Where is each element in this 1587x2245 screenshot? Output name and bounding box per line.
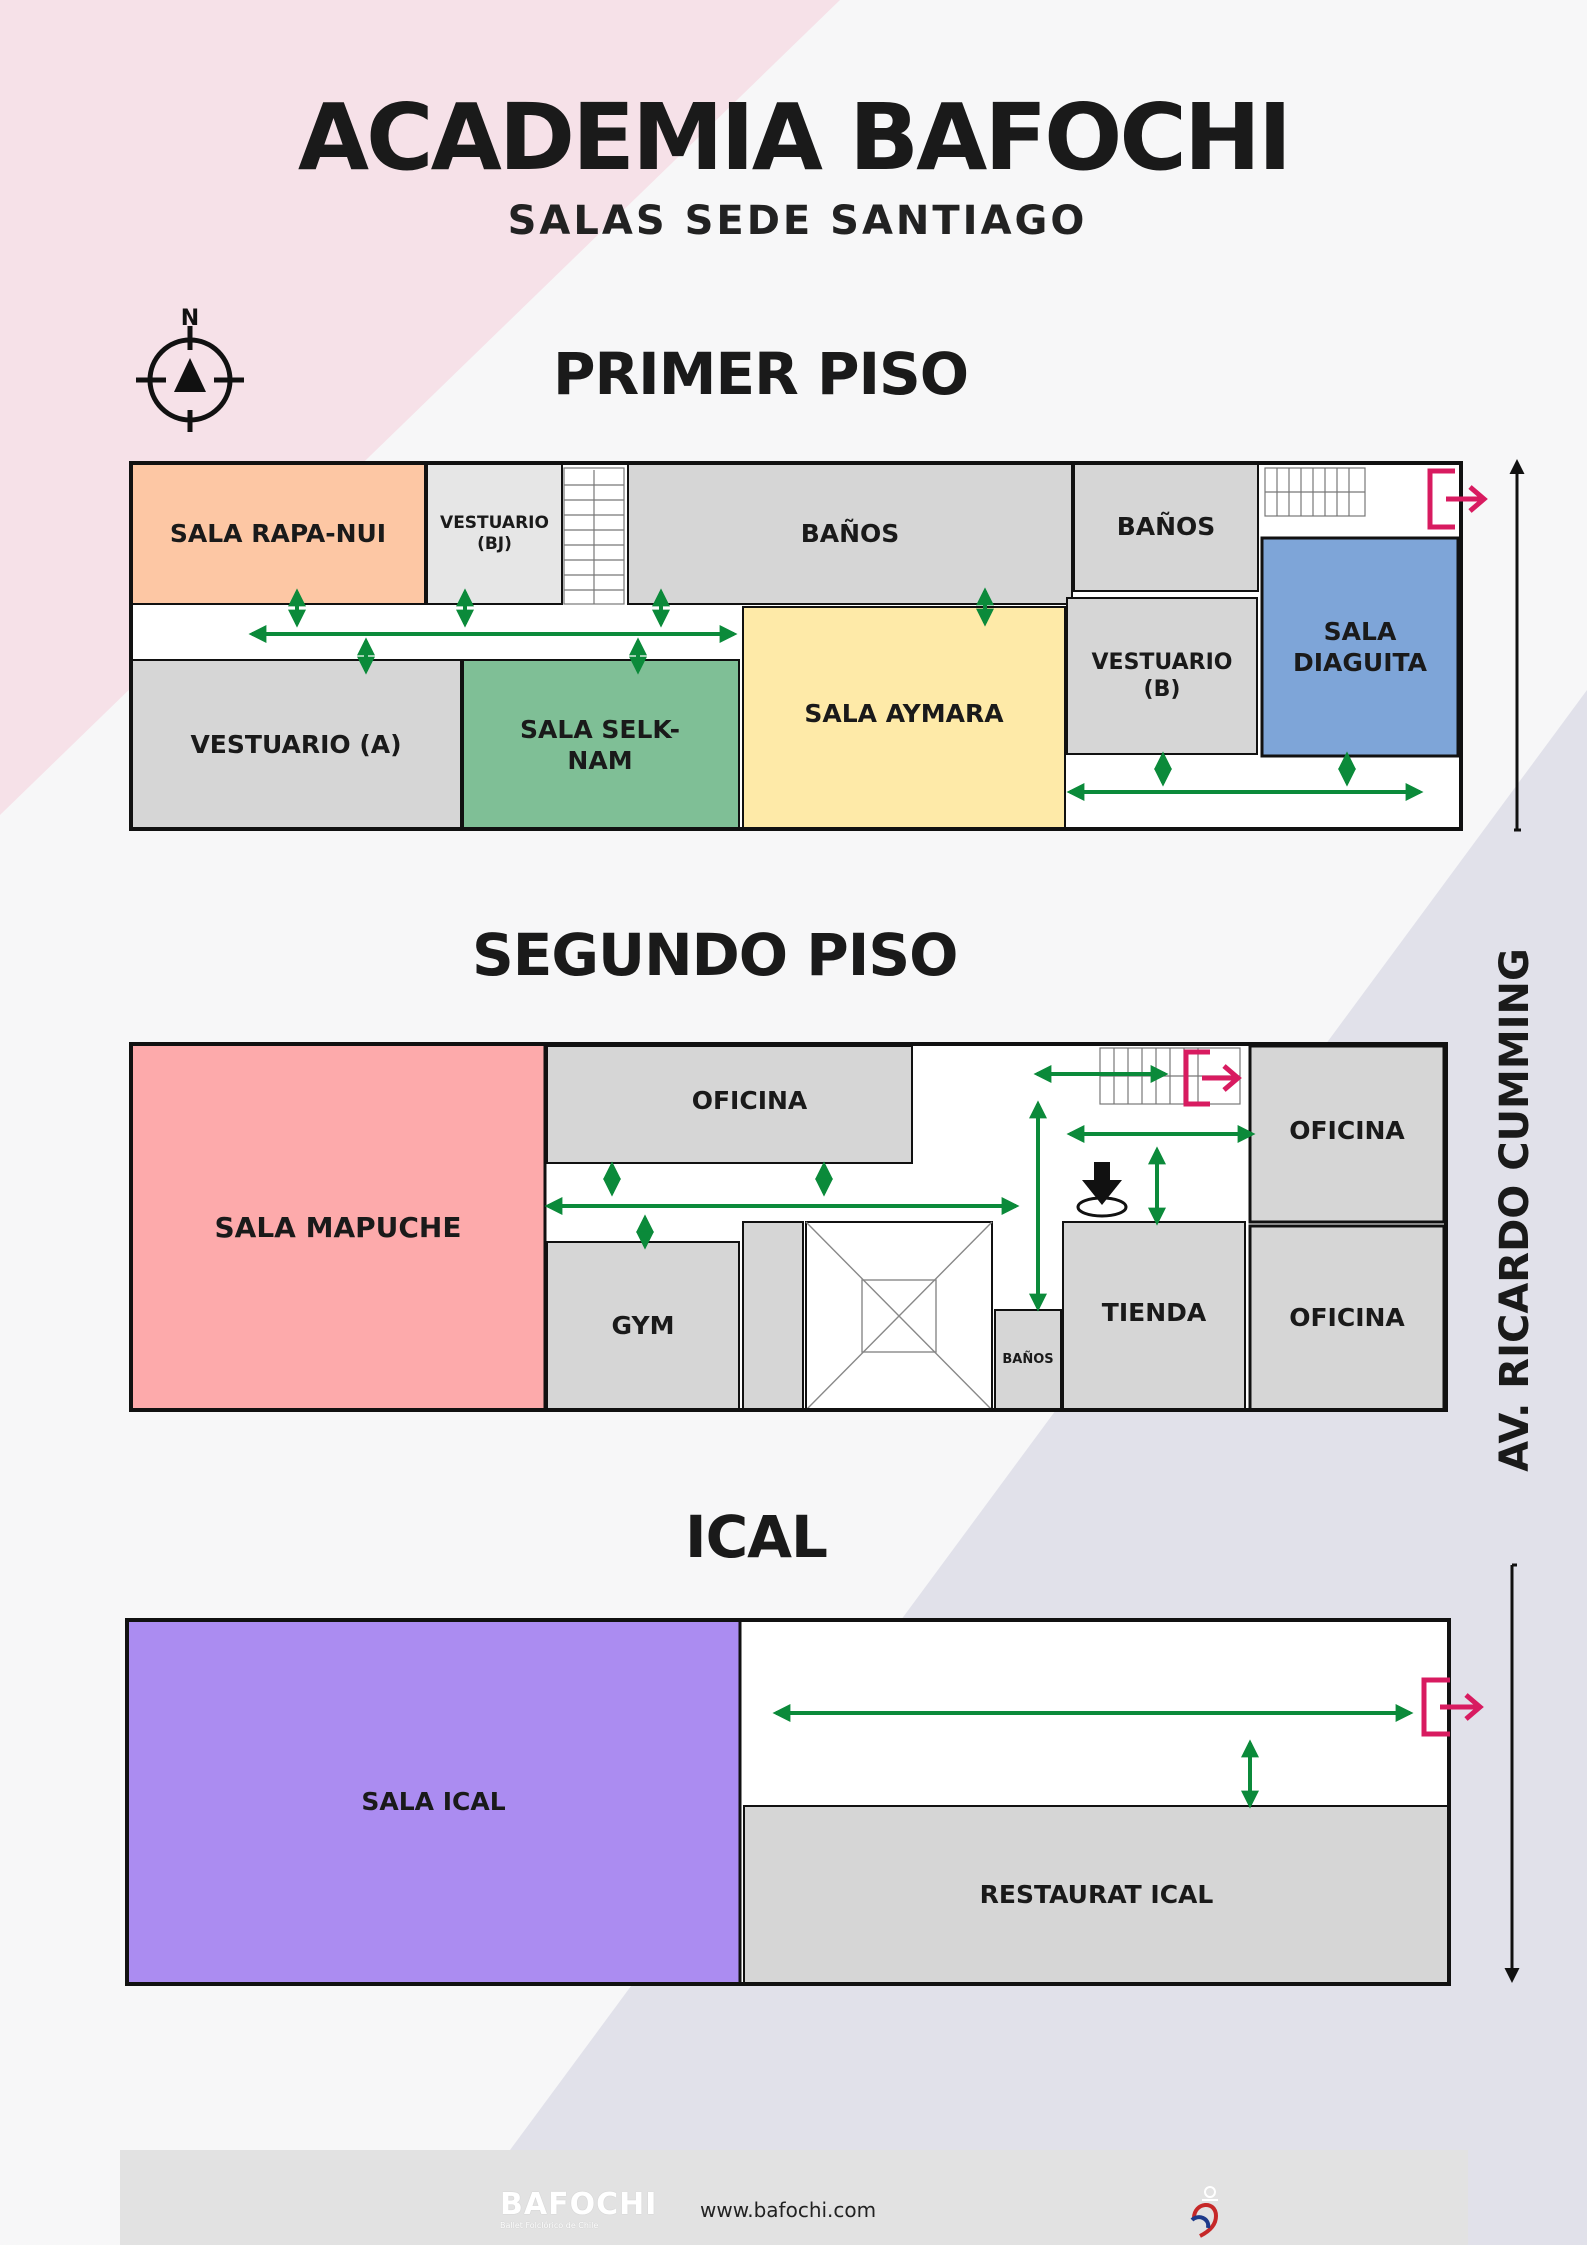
room-shaft <box>742 1221 804 1411</box>
room-vestuario-a <box>130 659 462 830</box>
room-sala-ical <box>125 1618 742 1986</box>
label-sala-diaguita: SALA DIAGUITA <box>1293 616 1427 677</box>
circulation-arrows <box>248 587 1424 801</box>
floor-title-ical: ICAL <box>685 1503 828 1571</box>
label-gym: GYM <box>611 1311 675 1341</box>
exit-icon <box>1427 468 1488 530</box>
label-oficina-3: OFICINA <box>1289 1303 1405 1333</box>
label-oficina-2: OFICINA <box>1289 1116 1405 1146</box>
logo-tagline: Ballet Folclórico de Chile <box>500 2221 599 2230</box>
room-sala-aymara <box>742 606 1066 830</box>
bafochi-logo: BAFOCHI Ballet Folclórico de Chile <box>500 2190 657 2230</box>
room-sala-mapuche <box>129 1042 547 1412</box>
room-banos <box>994 1309 1062 1411</box>
exit-icon <box>1421 1677 1484 1737</box>
page-title: ACADEMIA BAFOCHI <box>297 84 1292 191</box>
label-sala-aymara: SALA AYMARA <box>804 699 1004 729</box>
label-banos-segundo: BAÑOS <box>1002 1351 1054 1367</box>
label-vestuario-b: VESTUARIO (B) <box>1091 649 1233 703</box>
label-vestuario-bj: VESTUARIO (BJ) <box>440 512 549 554</box>
room-banos-1 <box>627 462 1073 605</box>
room-oficina-2 <box>1248 1044 1446 1224</box>
room-restaurant-ical <box>743 1805 1450 1985</box>
logo-text: BAFOCHI <box>500 2187 658 2222</box>
floor-plan-ical <box>125 1618 1484 1986</box>
room-sala-diaguita <box>1260 536 1460 758</box>
stairs-icon <box>563 467 625 605</box>
room-sala-rapa-nui <box>130 462 426 605</box>
floor-plan-segundo-piso <box>129 1042 1448 1412</box>
label-vestuario-a: VESTUARIO (A) <box>190 729 402 759</box>
label-tienda: TIENDA <box>1101 1298 1207 1328</box>
meeting-point-icon <box>1076 1162 1128 1218</box>
elevator-icon <box>805 1221 993 1411</box>
stairs-icon <box>1264 467 1366 517</box>
label-sala-rapa-nui: SALA RAPA-NUI <box>169 518 387 548</box>
exit-icon <box>1183 1049 1242 1107</box>
room-oficina-3 <box>1248 1224 1446 1412</box>
label-sala-selk-nam: SALA SELK-NAM <box>520 714 680 775</box>
floor-outline <box>129 1042 1448 1412</box>
street-label: AV. RICARDO CUMMING <box>1492 948 1538 1472</box>
label-sala-ical: SALA ICAL <box>361 1787 506 1817</box>
room-banos-2 <box>1073 462 1259 592</box>
label-restaurant-ical: RESTAURAT ICAL <box>979 1880 1214 1910</box>
page-subtitle: SALAS SEDE SANTIAGO <box>507 198 1088 244</box>
floor-outline <box>125 1618 1451 1986</box>
compass-north-label: N <box>181 306 199 331</box>
label-banos-2: BAÑOS <box>1116 512 1216 542</box>
circulation-arrows <box>544 1065 1256 1312</box>
label-oficina-1: OFICINA <box>691 1086 808 1116</box>
label-sala-mapuche: SALA MAPUCHE <box>214 1210 462 1244</box>
floor-outline <box>129 461 1463 831</box>
website-link[interactable]: www.bafochi.com <box>700 2198 877 2222</box>
footer: BAFOCHI Ballet Folclórico de Chile www.b… <box>120 2150 1468 2245</box>
floor-title-primer-piso: PRIMER PISO <box>553 340 969 408</box>
room-vestuario-b <box>1066 597 1258 755</box>
circulation-arrows <box>772 1704 1414 1809</box>
emblem-icon <box>1190 2186 1219 2238</box>
compass-icon: N <box>136 306 244 432</box>
floor-plan-primer-piso <box>129 461 1488 831</box>
street-arrows <box>1504 459 1525 1983</box>
floor-title-segundo-piso: SEGUNDO PISO <box>472 921 958 989</box>
label-banos-1: BAÑOS <box>800 518 900 548</box>
room-oficina-1 <box>546 1045 913 1164</box>
room-vestuario-bj <box>426 462 563 605</box>
